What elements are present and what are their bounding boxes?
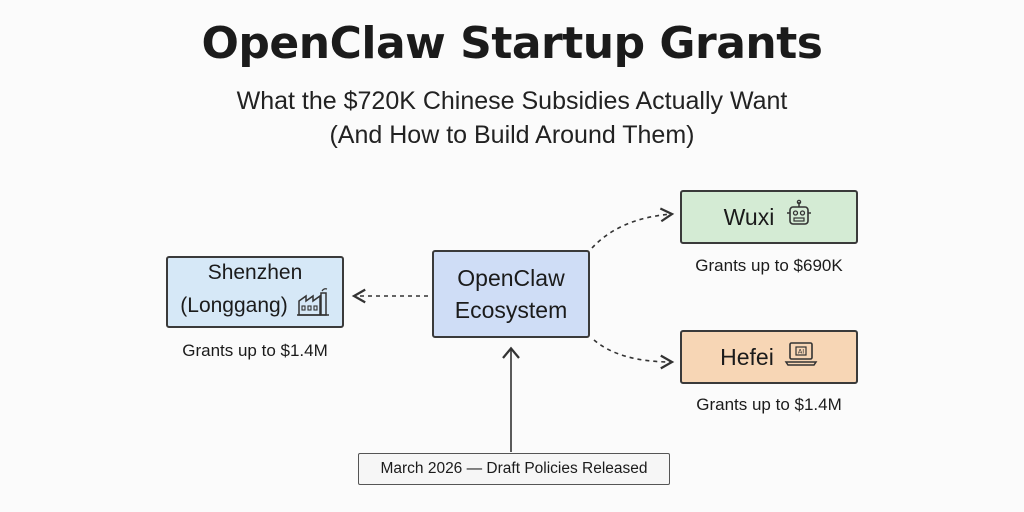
subtitle-line-2: (And How to Build Around Them) [329, 121, 695, 149]
page-subtitle: What the $720K Chinese Subsidies Actuall… [0, 84, 1024, 152]
factory-icon [296, 287, 330, 325]
ai-chip-label: AI [798, 347, 804, 355]
wuxi-name: Wuxi [723, 204, 775, 230]
ai-laptop-icon: AI [784, 340, 818, 375]
timeline-label: March 2026 — Draft Policies Released [380, 460, 648, 477]
node-shenzhen: Shenzhen (Longgang) [166, 256, 344, 328]
shenzhen-name: Shenzhen [207, 261, 303, 284]
robot-icon [784, 199, 814, 236]
subtitle-line-1: What the $720K Chinese Subsidies Actuall… [236, 87, 788, 115]
center-line-1: OpenClaw [457, 265, 565, 291]
arrow-center-to-wuxi [591, 207, 675, 249]
shenzhen-district: (Longgang) [180, 294, 288, 317]
node-wuxi: Wuxi [680, 190, 858, 244]
page-title: OpenClaw Startup Grants [201, 18, 823, 69]
node-openclaw-ecosystem: OpenClaw Ecosystem [432, 250, 590, 338]
shenzhen-grant-caption: Grants up to $1.4M [182, 341, 328, 360]
center-line-2: Ecosystem [454, 297, 568, 323]
arrow-center-to-hefei [593, 339, 675, 370]
wuxi-grant-caption: Grants up to $690K [695, 256, 843, 275]
timeline-box: March 2026 — Draft Policies Released [358, 453, 670, 485]
node-hefei: Hefei AI [680, 330, 858, 384]
hefei-name: Hefei [720, 344, 774, 370]
hefei-grant-caption: Grants up to $1.4M [696, 395, 842, 414]
